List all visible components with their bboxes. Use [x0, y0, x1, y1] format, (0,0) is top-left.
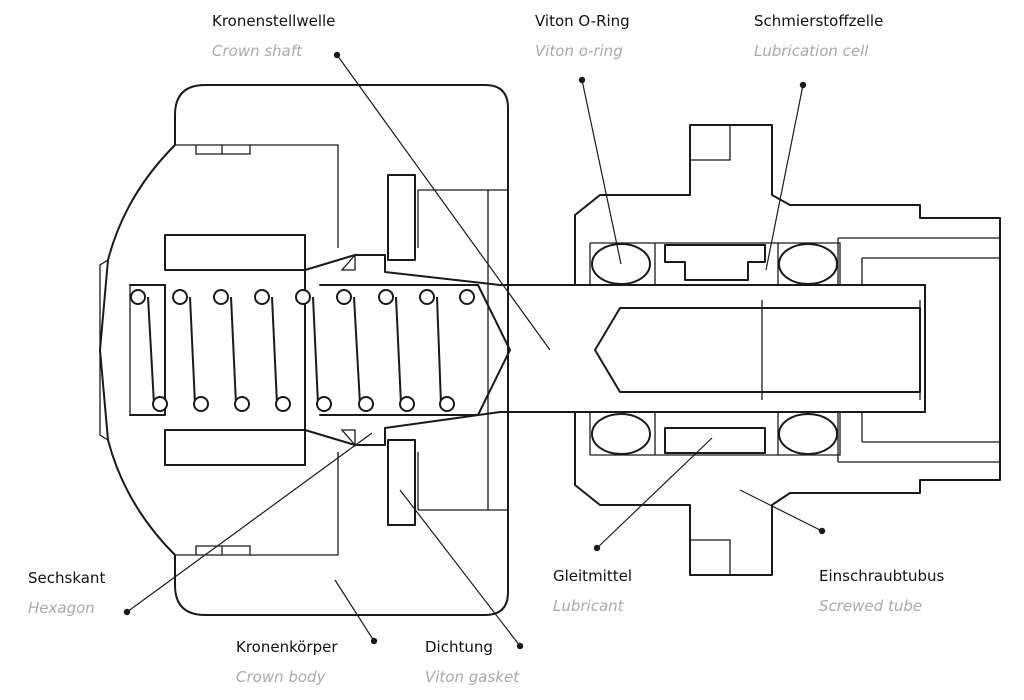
- spring-wire-top: [336, 289, 352, 305]
- spring-wire-top: [213, 289, 229, 305]
- spring-wire-bottom: [439, 396, 455, 412]
- spring-wire-top: [378, 289, 394, 305]
- spring-wire-top: [459, 289, 475, 305]
- spring-wire-top: [295, 289, 311, 305]
- label-dichtung: Dichtung: [425, 638, 493, 656]
- spring-coil: [230, 296, 237, 405]
- o-ring-top-right: [778, 243, 838, 285]
- spring-wire-bottom: [275, 396, 291, 412]
- label-screwed-tube: Screwed tube: [819, 597, 923, 615]
- spring-wire-bottom: [358, 396, 374, 412]
- leader-lines: [123, 51, 826, 650]
- label-sechskant: Sechskant: [28, 569, 106, 587]
- spring: [130, 289, 475, 412]
- label-kronenstellwelle: Kronenstellwelle: [212, 12, 336, 30]
- hexagon-chamber: [129, 234, 306, 466]
- spring-wire-bottom: [399, 396, 415, 412]
- spring-wire-top: [419, 289, 435, 305]
- o-ring-bottom-right: [778, 413, 838, 455]
- label-schmierstoffzelle: Schmierstoffzelle: [754, 12, 884, 30]
- spring-coil: [436, 296, 442, 405]
- label-hexagon: Hexagon: [28, 599, 95, 617]
- spring-wire-bottom: [234, 396, 250, 412]
- label-lubricant: Lubricant: [553, 597, 624, 615]
- label-crown-shaft: Crown shaft: [212, 42, 303, 60]
- spring-coil: [271, 296, 278, 405]
- o-ring-bottom-left: [591, 413, 651, 455]
- spring-coil: [189, 296, 196, 405]
- label-kronenkoerper: Kronenkörper: [236, 638, 338, 656]
- label-viton-gasket: Viton gasket: [425, 668, 520, 686]
- spring-coil: [312, 296, 319, 405]
- crown-body: [99, 84, 509, 616]
- label-viton-o-ring-en: Viton o-ring: [535, 42, 623, 60]
- viton-o-rings: [591, 243, 838, 455]
- spring-coil: [395, 296, 402, 405]
- spring-coil: [353, 296, 361, 405]
- screwed-tube: [574, 124, 1001, 576]
- o-ring-top-left: [591, 243, 651, 285]
- spring-wire-top: [254, 289, 270, 305]
- label-lubrication-cell: Lubrication cell: [754, 42, 869, 60]
- label-viton-o-ring: Viton O-Ring: [535, 12, 630, 30]
- label-crown-body: Crown body: [236, 668, 326, 686]
- spring-wire-bottom: [316, 396, 332, 412]
- spring-wire-bottom: [193, 396, 209, 412]
- spring-wire-top: [172, 289, 188, 305]
- lubrication-cell: [664, 244, 766, 454]
- spring-wire-bottom: [152, 396, 168, 412]
- viton-gasket: [387, 174, 416, 526]
- spring-coil: [147, 296, 155, 405]
- label-gleitmittel: Gleitmittel: [553, 567, 633, 585]
- label-einschraubtubus: Einschraubtubus: [819, 567, 945, 585]
- spring-wire-top: [130, 289, 146, 305]
